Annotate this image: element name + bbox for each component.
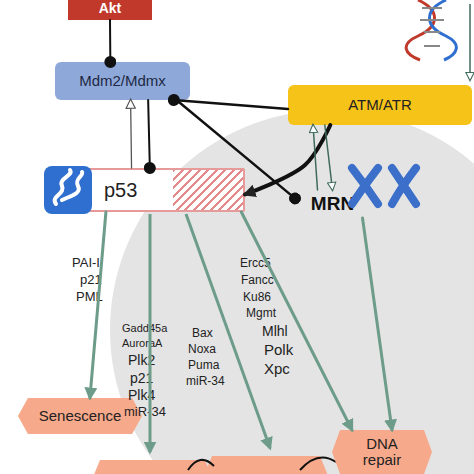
connector [109,20,111,62]
target-gene: Gadd45a [122,322,167,334]
target-gene: p21 [130,370,153,386]
target-gene: Plk4 [128,387,155,403]
target-gene: Bax [192,326,213,340]
target-arrow [186,214,270,448]
node-text: DNA repair [352,436,412,468]
target-gene: Puma [188,358,219,372]
target-gene: Ku86 [243,290,271,304]
kinase-box: ATM/ATR [288,85,472,125]
hexagon-fill [18,398,142,434]
node-text: MRN [311,196,354,212]
target-gene: AuroraA [122,337,162,349]
node-text: Akt [99,0,122,16]
node-text: Mdm2/Mdmx [79,73,166,89]
outcome-hexagon [203,456,329,474]
target-gene: miR-34 [124,404,166,419]
connector [363,218,393,430]
target-gene: Mlhl [262,323,288,339]
regulator-box: Mdm2/Mdmx [55,62,190,100]
chromosome-icon [392,168,416,204]
connector [148,100,150,168]
node-text: Senescence [39,408,122,424]
connector [174,100,288,109]
target-gene: Ercc5 [240,256,271,270]
outcome-hexagon [91,460,214,474]
target-gene: p21 [80,272,102,287]
dna-icon [420,8,444,46]
node-text: ATM/ATR [348,97,412,113]
connector [245,125,330,194]
outcome-hexagon: DNA repair [332,430,432,474]
target-gene: Xpc [264,360,290,377]
target-gene: Plk2 [128,352,155,368]
dna-icon [430,0,457,60]
signal-arrow [469,4,471,80]
cycle-arrow [188,460,214,470]
kinase-box: Akt [68,0,152,20]
target-gene: Noxa [188,342,216,356]
target-gene: PAI-I [72,255,100,270]
target-gene: Fancc [241,273,274,287]
node-text: p53 [104,182,137,198]
hexagon-fill [332,430,432,474]
protein-box: p53 [62,168,245,212]
connector [313,125,317,190]
chromosome-icon [352,168,378,204]
outcome-hexagon: Senescence [18,398,142,434]
icon-layer [44,0,470,452]
target-gene: PML [76,289,103,304]
target-gene: Polk [264,341,293,358]
cycle-arrow [300,458,336,471]
connector [325,125,333,190]
cell-background [110,110,474,474]
connector [90,212,106,398]
dna-icon [406,0,434,60]
target-gene: miR-34 [186,374,225,388]
connector [130,100,132,168]
target-gene: Mgmt [246,306,276,320]
complex-label: MRN [295,190,370,218]
connector [241,212,352,430]
